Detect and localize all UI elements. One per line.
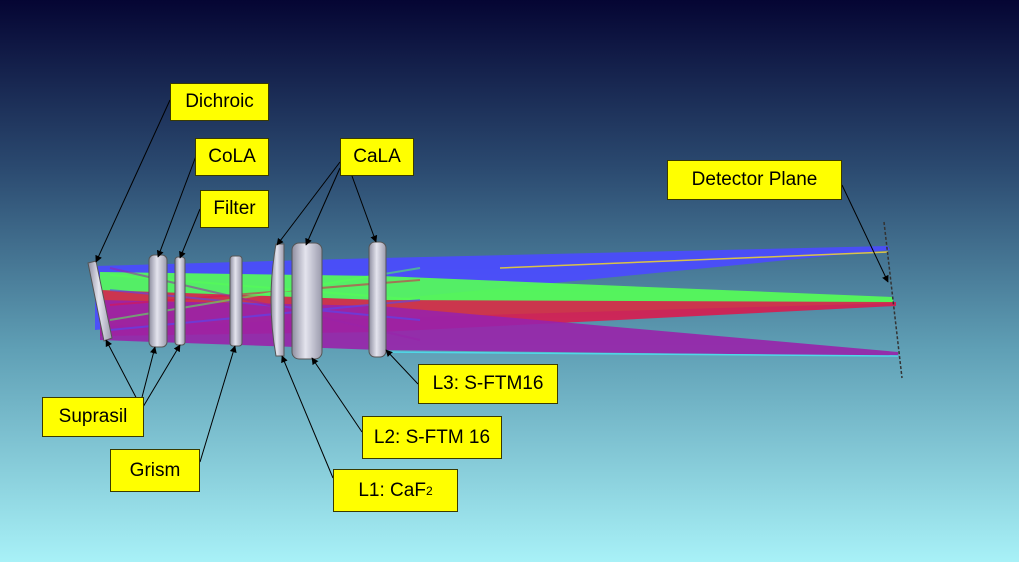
callout-l2: L2: S-FTM 16 <box>362 416 502 459</box>
callout-l1-subscript: 2 <box>425 483 433 498</box>
l1-lens <box>270 243 285 357</box>
cola-lens <box>148 254 168 348</box>
leader-lines <box>95 99 889 479</box>
callout-cola-text: CoLA <box>208 146 256 167</box>
leader-l1 <box>281 355 334 479</box>
callout-detector-plane: Detector Plane <box>667 160 842 200</box>
callout-cola: CoLA <box>195 138 269 176</box>
callout-l3-text: L3: S-FTM16 <box>432 373 544 394</box>
leader-cala-l1 <box>276 161 341 246</box>
leader-cala-l2 <box>305 167 341 246</box>
callout-detector-plane-text: Detector Plane <box>691 169 818 190</box>
dichroic-element <box>87 260 113 342</box>
leader-cala-l3 <box>351 175 378 243</box>
detector-plane-line <box>883 221 903 379</box>
leader-detector <box>841 184 889 283</box>
leader-grism <box>199 345 237 463</box>
callout-filter-text: Filter <box>213 198 256 219</box>
callout-grism-text: Grism <box>129 459 181 481</box>
callout-grism: Grism <box>110 449 200 492</box>
callout-l1-text: L1: CaF <box>358 479 426 501</box>
leader-dichroic <box>95 99 171 263</box>
ray-bundles <box>95 246 899 357</box>
leader-suprasil-cola <box>139 346 157 406</box>
leader-filter <box>179 208 201 259</box>
ray-yellow-edge <box>499 251 889 269</box>
ray-cyan-edge <box>379 351 899 357</box>
leader-l2 <box>311 357 363 433</box>
l2-lens <box>291 242 323 360</box>
optical-elements <box>87 241 387 360</box>
callout-filter: Filter <box>200 190 269 228</box>
callout-cala: CaLA <box>340 138 414 176</box>
callout-suprasil-text: Suprasil <box>58 406 128 427</box>
leader-cola <box>156 155 197 258</box>
callout-l2-text: L2: S-FTM 16 <box>373 426 491 448</box>
leader-suprasil-filter <box>139 344 181 413</box>
callout-l3: L3: S-FTM16 <box>418 364 558 404</box>
filter-element <box>174 256 186 346</box>
grism-element <box>229 255 243 347</box>
l3-lens <box>368 241 387 358</box>
leader-suprasil-dichroic <box>105 339 141 406</box>
callout-dichroic: Dichroic <box>170 83 269 121</box>
callout-dichroic-text: Dichroic <box>185 91 254 112</box>
leader-l3 <box>385 349 419 385</box>
callout-suprasil: Suprasil <box>42 397 144 437</box>
callout-cala-text: CaLA <box>353 146 401 167</box>
